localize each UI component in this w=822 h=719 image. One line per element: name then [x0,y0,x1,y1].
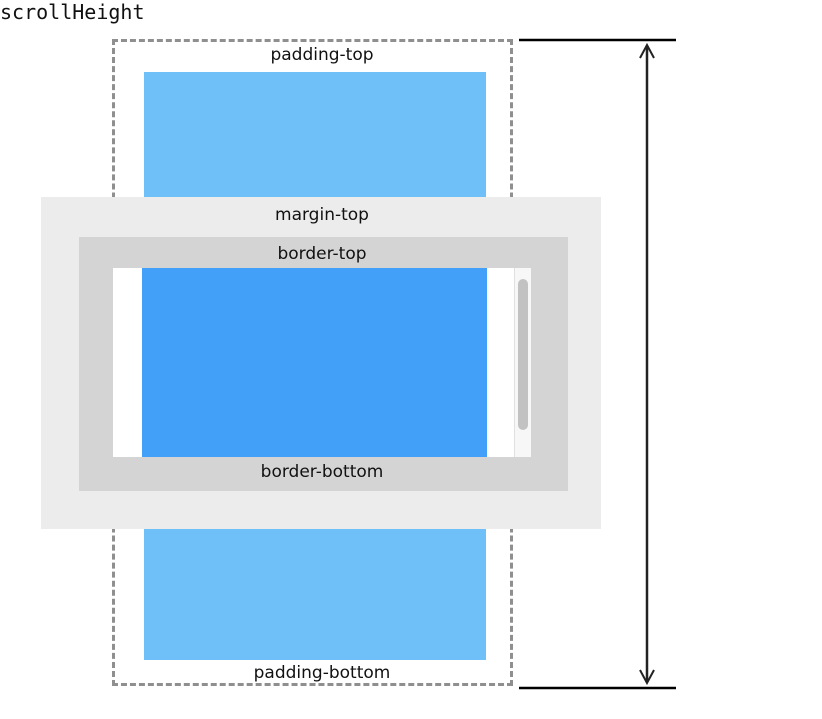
hidden-content-bottom [144,529,486,660]
padding-top-label: padding-top [270,45,374,65]
scrollbar-thumb[interactable] [518,279,528,430]
border-bottom-label: border-bottom [260,462,384,482]
scroll-height-label: scrollHeight [0,0,145,24]
arrow-up-icon [639,42,655,59]
hidden-content-top [144,72,486,198]
arrow-down-icon [639,669,655,686]
margin-top-label: margin-top [275,205,369,225]
visible-content [142,268,487,457]
border-top-label: border-top [277,244,367,264]
padding-bottom-label: padding-bottom [253,663,391,683]
